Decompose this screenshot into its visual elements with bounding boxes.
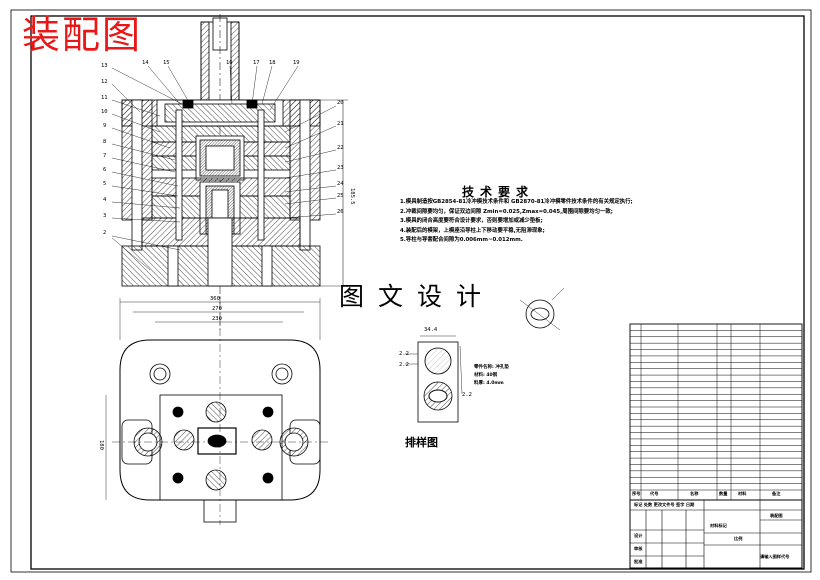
closed-height-dim: 185.5 [349, 188, 355, 205]
tech-requirement-item: 4.装配后的模架，上模座沿导柱上下移动要平稳,无阻滞现象; [400, 227, 545, 234]
bom-header-cell: 备注 [772, 491, 781, 496]
title-block-material: 材料标记 [710, 523, 727, 528]
bom-header-cell: 代号 [650, 491, 659, 496]
material-line: 零件名称: 冲孔垫 [474, 365, 509, 370]
strip-gap-dim: 2.2 [399, 351, 409, 357]
strip-width-dim: 34.4 [424, 327, 438, 333]
part-number-label: 19 [293, 60, 300, 66]
tech-requirement-item: 1.模具制造按GB2854-81冷冲模技术条件和 GB2870-81冷冲模零件技… [400, 199, 633, 205]
part-number-label: 5 [103, 181, 107, 187]
part-number-label: 22 [337, 145, 344, 151]
part-number-label: 3 [103, 213, 107, 219]
part-number-label: 25 [337, 193, 344, 199]
tech-requirements-heading: 技术要求 [462, 185, 535, 199]
strip-layout-label: 排样图 [405, 436, 438, 449]
title-block-drawing-name: 装配图 [770, 513, 783, 518]
title-block-scale: 比例 [734, 536, 743, 541]
part-number-label: 23 [337, 165, 344, 171]
bom-header-cell: 名称 [690, 491, 699, 496]
part-number-label: 21 [337, 121, 344, 127]
part-number-label: 14 [142, 60, 149, 66]
title-block-approve: 批准 [634, 559, 643, 564]
plan-height-dim: 180 [98, 440, 104, 450]
tech-requirement-item: 3.模具的闭合高度要符合设计要求，否则要增加或减少垫板; [400, 218, 543, 225]
outer-border [10, 9, 812, 573]
part-number-label: 8 [103, 139, 107, 145]
plan-width-dim: 360 [210, 296, 220, 302]
part-number-label: 10 [101, 109, 108, 115]
part-number-label: 26 [337, 209, 344, 215]
part-number-label: 13 [101, 63, 108, 69]
inner-border [30, 15, 805, 570]
bom-table [629, 323, 803, 501]
part-number-label: 18 [269, 60, 276, 66]
strip-gap-dim-2: 2.2 [399, 362, 409, 368]
part-number-label: 12 [101, 79, 108, 85]
section-view [121, 14, 348, 330]
part-number-label: 20 [337, 100, 344, 106]
part-number-label: 4 [103, 197, 107, 203]
title-block-revision: 标记 处数 更改文件号 签字 日期 [634, 502, 695, 507]
bom-header-cell: 材料 [738, 491, 747, 496]
part-number-label: 15 [163, 60, 170, 66]
title-block-check: 审核 [634, 546, 643, 551]
bom-header-cell: 序号 [632, 491, 641, 496]
part-number-label: 9 [103, 123, 107, 129]
material-line: 材料: 40钢 [474, 373, 498, 378]
part-detail [519, 287, 565, 331]
strip-layout [405, 335, 463, 423]
part-number-label: 16 [226, 60, 233, 66]
tech-requirements-list: 1.模具制造按GB2854-81冷冲模技术条件和 GB2870-81冷冲模零件技… [400, 198, 633, 246]
leader-lines-left [111, 65, 337, 271]
watermark-text: 图文设计 [339, 282, 496, 311]
title-block-code: 请输入图样代号 [760, 554, 790, 559]
plan-width-dim: 230 [212, 316, 222, 322]
plan-width-dim: 270 [212, 306, 222, 312]
title-block [629, 499, 803, 569]
bom-header-cell: 数量 [719, 491, 728, 496]
tech-requirement-item: 5.导柱与导套配合间隙为0.006mm~0.012mm. [400, 237, 523, 244]
part-number-label: 2 [103, 230, 107, 236]
part-number-label: 17 [253, 60, 260, 66]
part-number-label: 7 [103, 153, 107, 159]
part-number-label: 11 [101, 95, 108, 101]
material-line: 料厚: 4.0mm [474, 381, 504, 386]
title-block-design: 设计 [634, 533, 643, 538]
drawing-title: 装配图 [22, 13, 143, 57]
tech-requirement-item: 2.冲裁间隙要均匀，保证双边间隙 Zmin=0.025,Zmax=0.045,周… [400, 208, 613, 215]
plan-view [105, 296, 330, 525]
strip-edge-dim: 2.2 [462, 392, 472, 398]
part-number-label: 24 [337, 181, 344, 187]
part-number-label: 6 [103, 167, 107, 173]
